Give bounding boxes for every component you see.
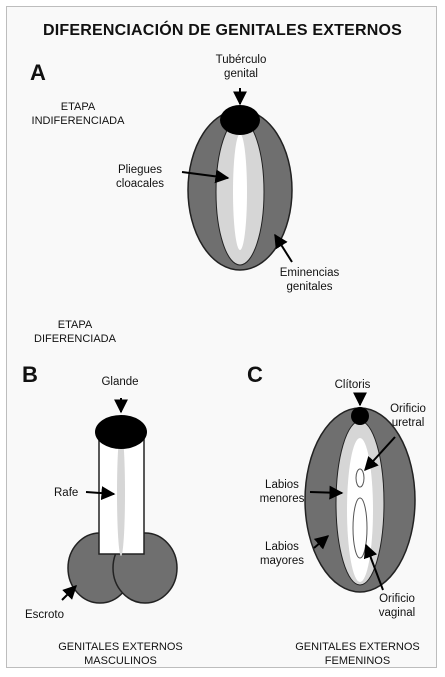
- genital-tubercle-shape: [220, 105, 260, 135]
- vaginal-orifice-shape: [353, 498, 367, 558]
- urethral-orifice-shape: [356, 469, 364, 487]
- arrow-eminencias: [275, 235, 292, 262]
- clitoris-shape: [351, 407, 369, 425]
- indifferent-stage-shape: [188, 105, 292, 270]
- glans-shape: [95, 415, 147, 449]
- female-genitalia-shape: [305, 407, 415, 592]
- arrow-labios-menores: [310, 492, 342, 493]
- male-genitalia-shape: [68, 415, 177, 603]
- arrow-escroto: [62, 586, 76, 600]
- urogenital-groove-shape: [233, 134, 247, 250]
